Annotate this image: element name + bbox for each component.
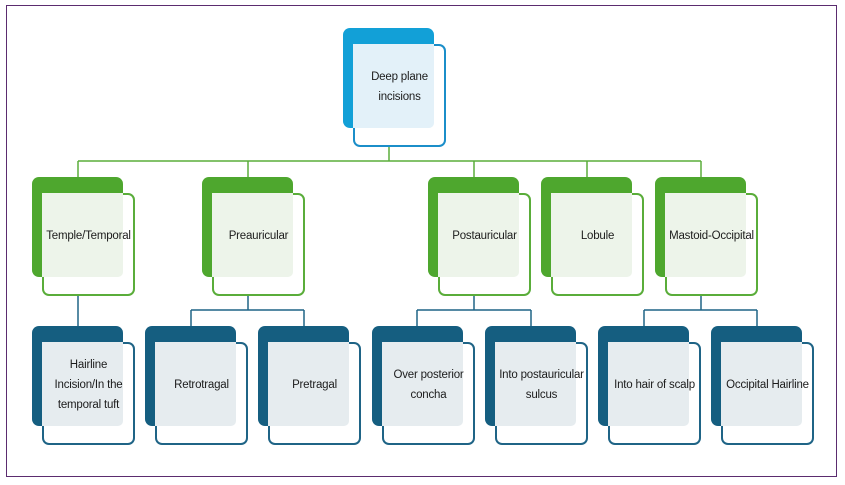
- node-label: Hairline Incision/In the temporal tuft: [54, 359, 123, 411]
- node-label: Pretragal: [292, 379, 337, 391]
- node-label: Mastoid-Occipital: [669, 230, 754, 242]
- node-label: Lobule: [580, 230, 615, 242]
- node-label: Over posterior concha: [393, 369, 464, 401]
- node-label: Postauricular: [452, 230, 517, 242]
- node-label: Preauricular: [228, 230, 289, 242]
- node-label: Into postauricular sulcus: [499, 369, 584, 401]
- diagram-frame: [6, 5, 837, 477]
- node-label: Retrotragal: [174, 379, 229, 391]
- node-label: Temple/Temporal: [46, 230, 131, 242]
- node-label: Occipital Hairline: [726, 379, 809, 391]
- node-label: Deep plane incisions: [371, 71, 428, 103]
- node-label: Into hair of scalp: [614, 379, 695, 391]
